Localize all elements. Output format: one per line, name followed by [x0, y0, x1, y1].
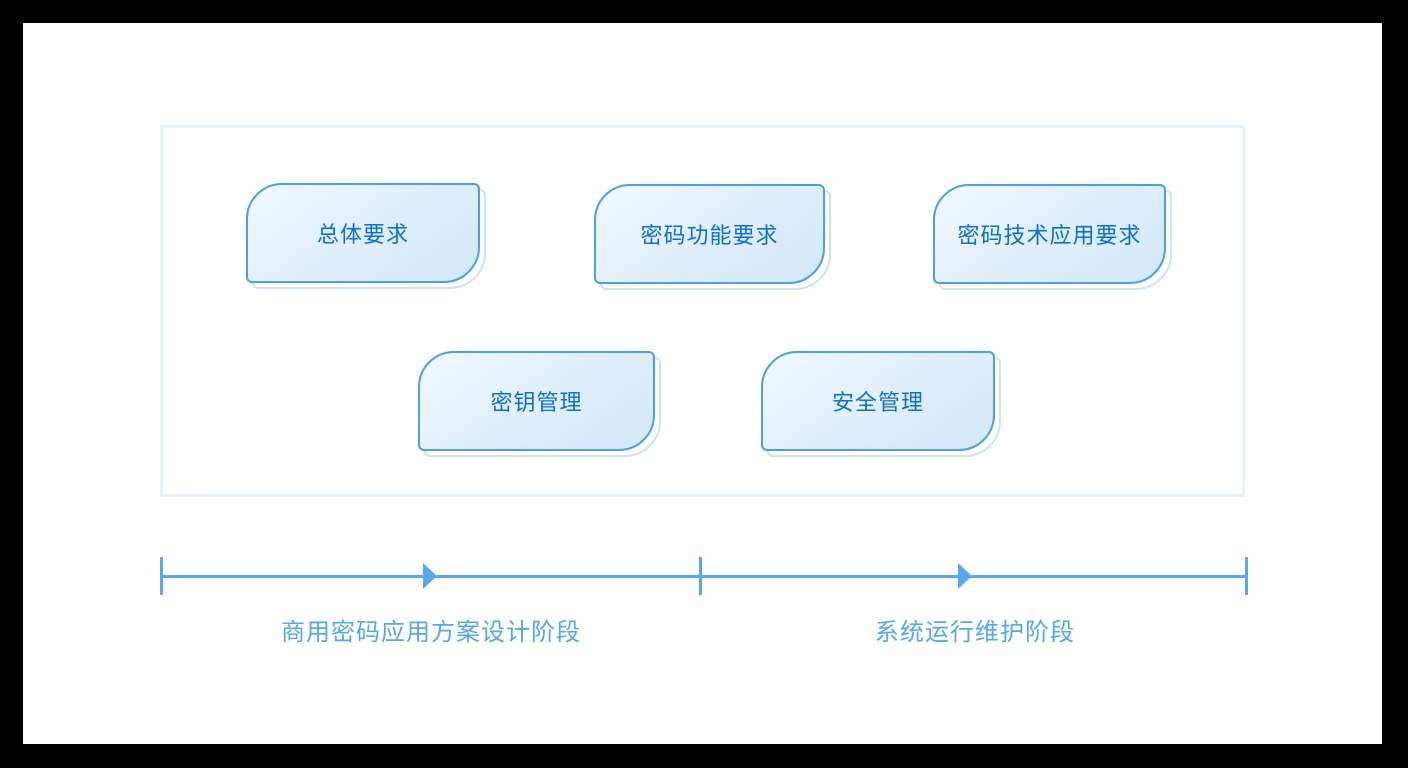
page: 总体要求 密码功能要求 密码技术应用要求 密钥管理 安全管理 [23, 23, 1382, 744]
requirements-panel: 总体要求 密码功能要求 密码技术应用要求 密钥管理 安全管理 [160, 125, 1245, 497]
node-crypto-function-requirements: 密码功能要求 [594, 184, 831, 290]
node-shape: 总体要求 [246, 183, 480, 283]
node-shape: 密码功能要求 [594, 184, 825, 284]
timeline-tick-middle [699, 557, 702, 595]
node-label: 密码功能要求 [640, 223, 779, 248]
node-label: 安全管理 [831, 390, 924, 415]
node-label: 总体要求 [316, 222, 409, 247]
timeline-axis [160, 575, 1248, 578]
timeline-arrow-icon [958, 563, 972, 589]
node-shape: 密钥管理 [418, 351, 655, 451]
node-shape: 安全管理 [761, 351, 995, 451]
node-label: 密钥管理 [490, 390, 583, 415]
node-label: 密码技术应用要求 [957, 223, 1142, 248]
node-crypto-tech-application-requirements: 密码技术应用要求 [933, 184, 1172, 290]
phase-label-design-stage: 商用密码应用方案设计阶段 [281, 619, 581, 646]
timeline-tick-end [1245, 557, 1248, 595]
timeline-arrow-icon [423, 563, 437, 589]
node-security-management: 安全管理 [761, 351, 1001, 457]
timeline-tick-start [160, 557, 163, 595]
node-overall-requirements: 总体要求 [246, 183, 486, 289]
phase-label-operation-stage: 系统运行维护阶段 [875, 619, 1075, 646]
node-shape: 密码技术应用要求 [933, 184, 1166, 284]
node-key-management: 密钥管理 [418, 351, 661, 457]
